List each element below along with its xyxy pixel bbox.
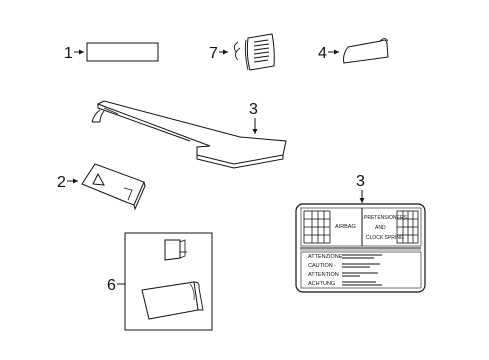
part-5-label: 4 [318, 38, 389, 64]
part-3-srs-label: 3 AIRBAG PRETENSI [295, 173, 426, 293]
clock-spring-label: CLOCK SPRING [366, 235, 404, 241]
callout-4: 3 [249, 101, 258, 118]
callout-5: 4 [318, 45, 327, 62]
warning-line-2: CAUTION - [308, 263, 336, 269]
and-label: AND [375, 225, 386, 231]
pretensioners-label: PRETENSIONERS [364, 215, 407, 221]
airbag-label: AIRBAG [335, 224, 356, 230]
callout-7: 7 [209, 45, 218, 62]
warning-line-3: ATTENTION [308, 272, 339, 278]
part-6-label-set: 6 [107, 232, 213, 331]
warning-line-1: ATTENZIONE [308, 254, 343, 260]
warning-line-4: ACHTUNG [308, 281, 335, 287]
part-7-booklet: 7 [209, 33, 275, 71]
part-4-bracket-label: 3 [91, 100, 287, 169]
callout-2: 2 [57, 174, 66, 191]
part-2-warning-label: 2 [57, 163, 146, 211]
callout-6: 6 [107, 277, 116, 294]
callout-1: 1 [64, 45, 73, 62]
part-1-label: 1 [64, 42, 159, 62]
callout-3: 3 [356, 173, 365, 190]
